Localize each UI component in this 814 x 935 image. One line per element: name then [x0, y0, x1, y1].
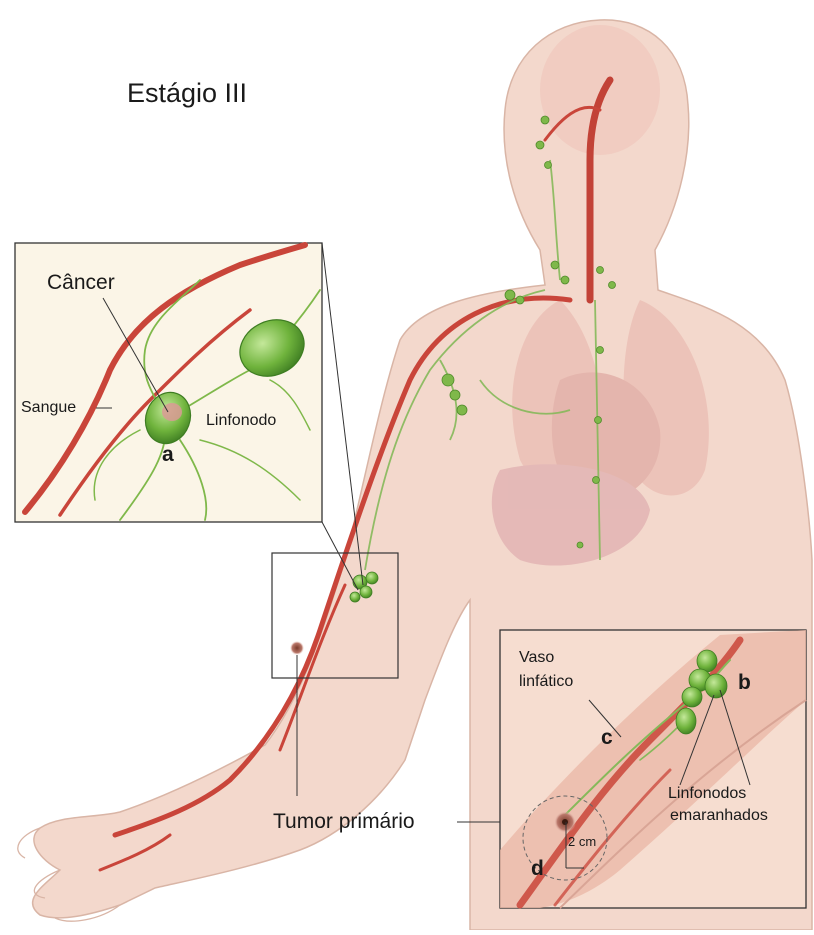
lymph-node-label: Linfonodo	[206, 413, 276, 429]
lymph-vessel-label-2: linfático	[519, 674, 573, 690]
blood-label: Sangue	[21, 400, 76, 416]
cancer-label: Câncer	[47, 272, 115, 293]
inset-tumor-zoom	[500, 630, 806, 908]
tangled-nodes-label-1: Linfonodos	[668, 786, 746, 802]
stage-title: Estágio III	[127, 80, 247, 107]
marker-a: a	[162, 444, 174, 465]
marker-c: c	[601, 727, 613, 748]
marker-d: d	[531, 858, 544, 879]
primary-tumor-label: Tumor primário	[273, 811, 415, 832]
marker-b: b	[738, 672, 751, 693]
size-measure-label: 2 cm	[568, 835, 596, 848]
lymph-vessel-label-1: Vaso	[519, 650, 554, 666]
arm-primary-tumor	[290, 641, 304, 655]
tangled-nodes-label-2: emaranhados	[670, 808, 768, 824]
